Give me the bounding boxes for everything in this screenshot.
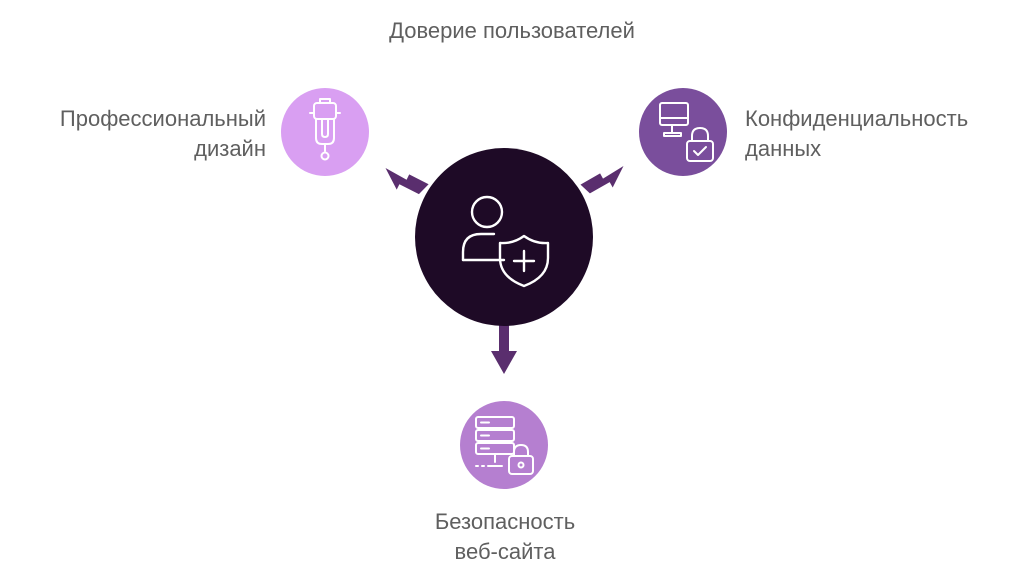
arrow-to-design bbox=[385, 168, 429, 195]
arrow-to-security bbox=[491, 325, 517, 374]
center-node bbox=[415, 148, 593, 326]
server-lock-icon bbox=[475, 416, 534, 475]
user-shield-icon bbox=[461, 195, 550, 288]
security-node bbox=[460, 401, 548, 489]
privacy-label-line-2: данных bbox=[745, 136, 822, 161]
privacy-node bbox=[639, 88, 727, 176]
privacy-label-line-1: Конфиденциальность bbox=[745, 106, 969, 131]
security-label-line-1: Безопасность bbox=[434, 509, 576, 534]
design-label-line-2: дизайн bbox=[194, 136, 266, 161]
privacy-label: Конфиденциальность данных bbox=[745, 104, 968, 164]
diagram-title: Доверие пользователей bbox=[0, 16, 1024, 46]
design-label-line-1: Профессиональный bbox=[59, 106, 266, 131]
diagram-title-text: Доверие пользователей bbox=[389, 18, 635, 43]
usb-stick-icon bbox=[309, 98, 341, 161]
computer-lock-icon bbox=[659, 102, 714, 162]
design-node bbox=[281, 88, 369, 176]
arrow-to-privacy bbox=[580, 166, 624, 194]
design-label: Профессиональный дизайн bbox=[60, 104, 266, 164]
security-label: Безопасность веб-сайта bbox=[370, 507, 640, 567]
security-label-line-2: веб-сайта bbox=[454, 539, 556, 564]
